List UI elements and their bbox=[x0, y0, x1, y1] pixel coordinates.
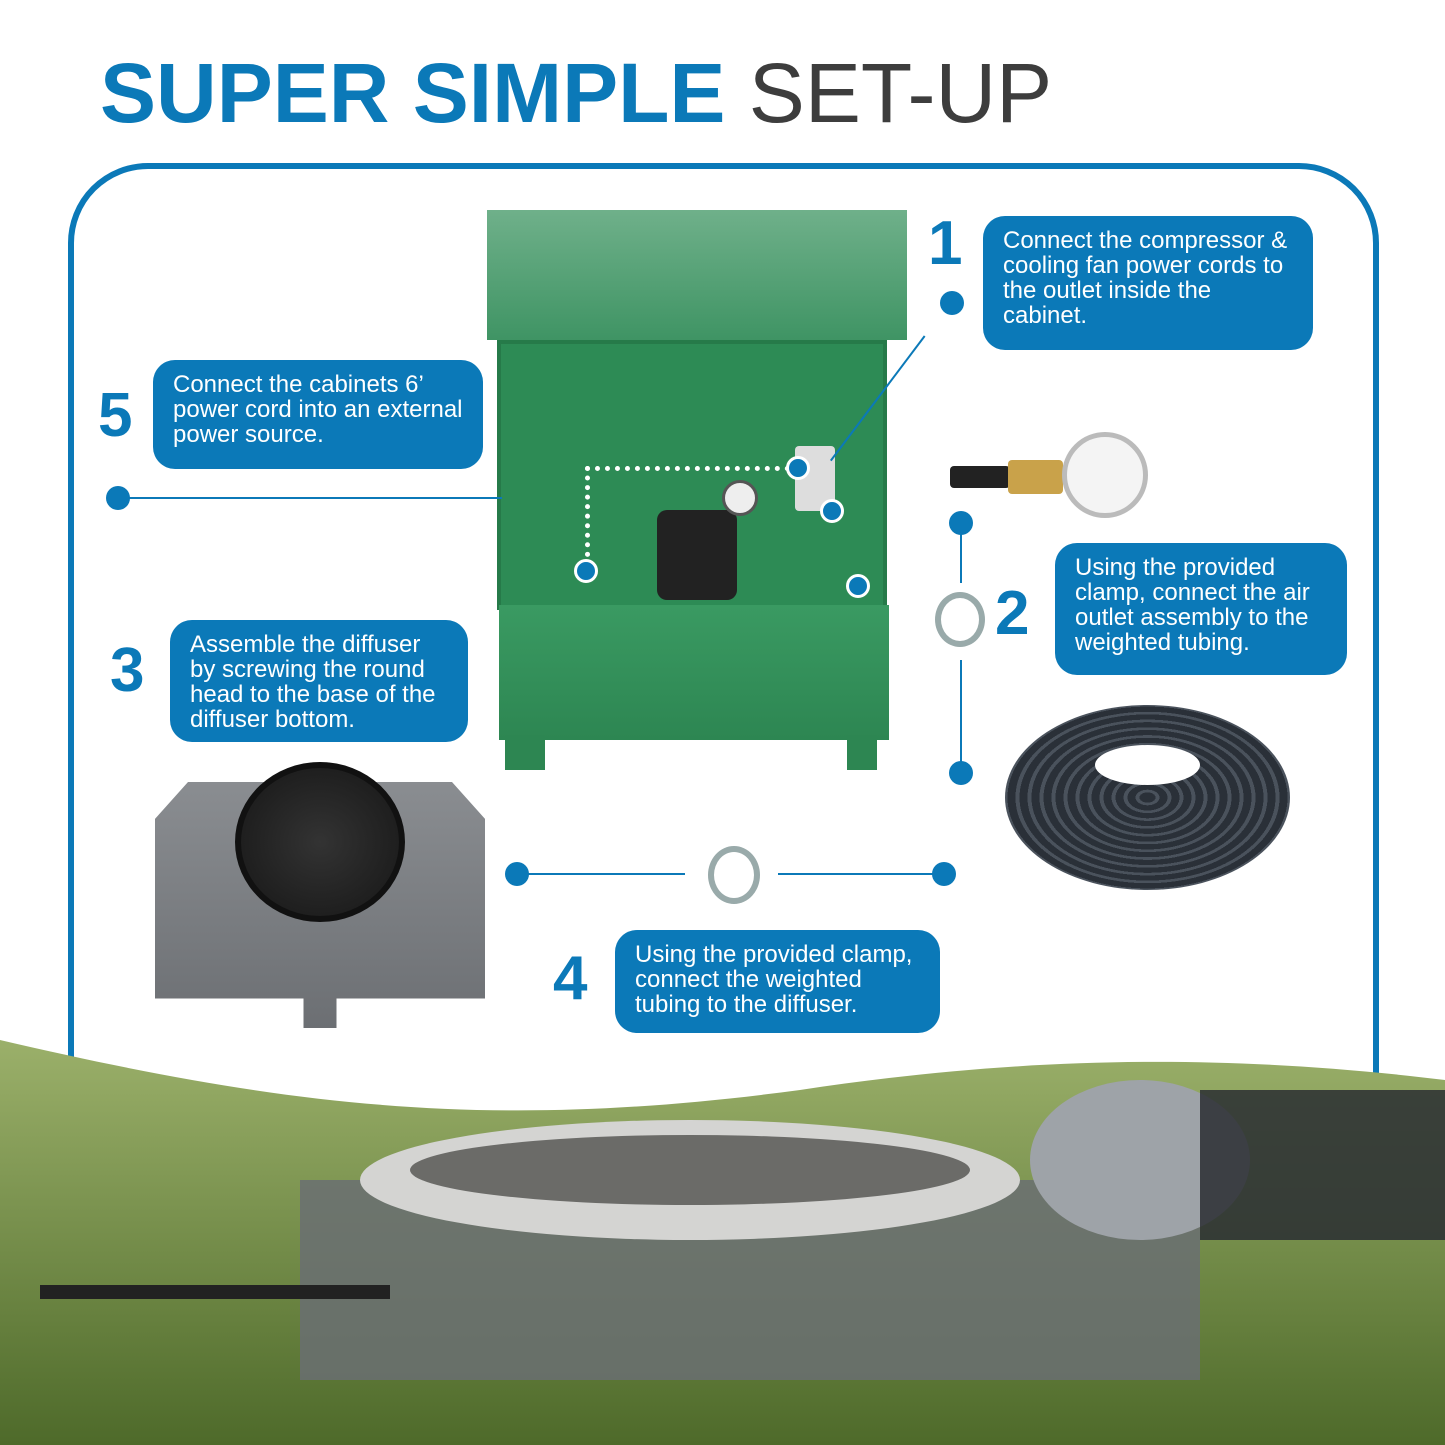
air-outlet-assembly-image bbox=[950, 430, 1150, 520]
clamp-icon bbox=[935, 592, 985, 647]
connector-dot bbox=[505, 862, 529, 886]
step-3-text: Assemble the diffuser by screwing the ro… bbox=[170, 620, 468, 742]
connector-dot bbox=[940, 291, 964, 315]
connector-dot bbox=[949, 511, 973, 535]
tubing-center bbox=[1095, 745, 1200, 785]
connector-dot bbox=[820, 499, 844, 523]
step-2-number: 2 bbox=[995, 579, 1030, 648]
step-3-number: 3 bbox=[110, 636, 145, 705]
step-5-number: 5 bbox=[98, 381, 133, 450]
connector-line bbox=[960, 523, 962, 583]
connector-dot bbox=[574, 559, 598, 583]
lawn-photo bbox=[0, 1040, 1445, 1445]
diffuser-head bbox=[235, 762, 405, 922]
connector-dot bbox=[949, 761, 973, 785]
step-5-text: Connect the cabinets 6’ power cord into … bbox=[153, 360, 483, 469]
clamp-icon bbox=[708, 846, 760, 904]
step-2-text: Using the provided clamp, connect the ai… bbox=[1055, 543, 1347, 675]
connector-dot bbox=[786, 456, 810, 480]
step-4-text: Using the provided clamp, connect the we… bbox=[615, 930, 940, 1033]
step-4-number: 4 bbox=[553, 944, 588, 1013]
cabinet-image bbox=[487, 210, 907, 770]
weighted-tubing-image bbox=[1005, 705, 1290, 890]
step-1-number: 1 bbox=[928, 209, 963, 278]
page-title: SUPER SIMPLE SET-UP bbox=[100, 46, 1053, 140]
connector-dot bbox=[932, 862, 956, 886]
connector-line bbox=[960, 660, 962, 773]
connector-line bbox=[517, 873, 685, 875]
connector-dot bbox=[846, 574, 870, 598]
connector-line bbox=[778, 873, 944, 875]
connector-dot bbox=[106, 486, 130, 510]
step-1-text: Connect the compressor & cooling fan pow… bbox=[983, 216, 1313, 350]
connector-line bbox=[118, 497, 502, 499]
